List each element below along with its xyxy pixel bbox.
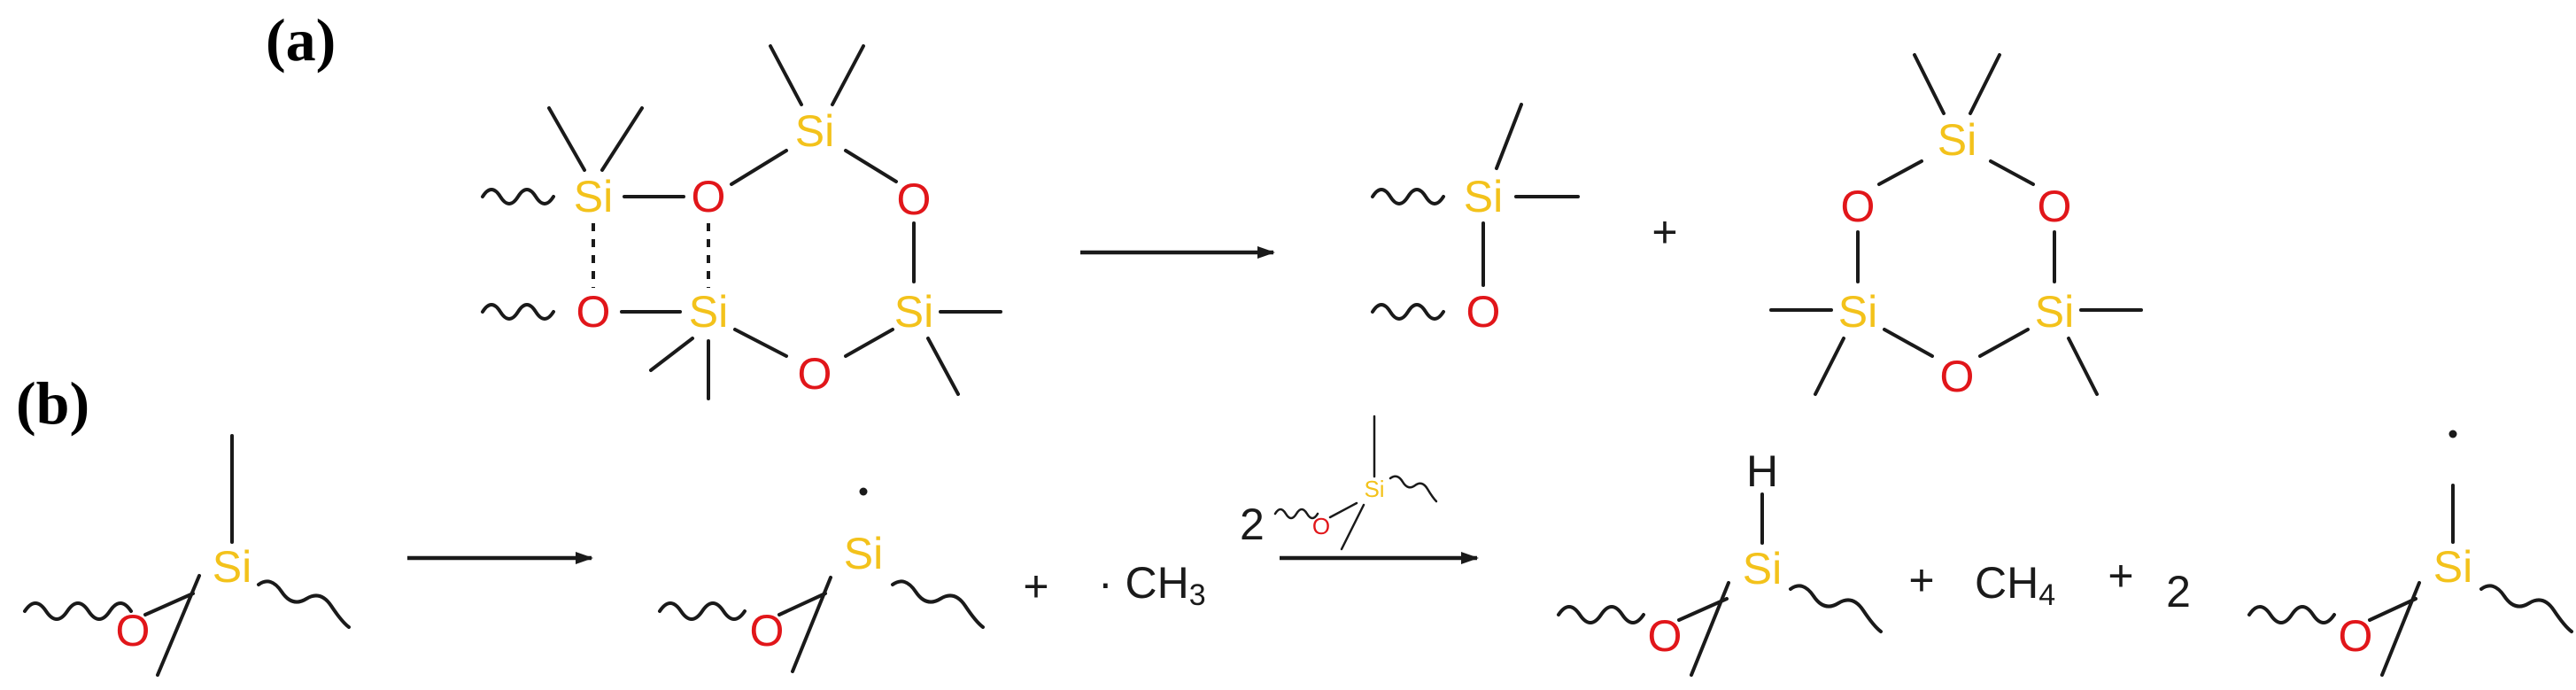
silicon-atom: Si: [1938, 115, 1976, 165]
product-coefficient: 2: [2166, 567, 2191, 616]
oxygen-atom: O: [1940, 352, 1975, 401]
silyl-radical: O Si: [658, 487, 985, 673]
oxygen-atom: O: [1841, 182, 1876, 231]
oxygen-atom: O: [750, 606, 785, 655]
silicon-atom: Si: [2433, 542, 2472, 592]
polymer-chain-wavy: [658, 601, 746, 621]
polymer-chain-wavy: [1789, 584, 1883, 633]
oxygen-atom: O: [576, 287, 611, 337]
polymer-chain-wavy: [257, 579, 351, 629]
oxygen-atom: O: [897, 174, 932, 224]
polymer-chain-wavy: [481, 303, 555, 321]
polymer-chain-wavy: [1389, 475, 1438, 503]
methane: CH4: [1975, 558, 2055, 612]
plus-sign: +: [1652, 207, 1677, 257]
reactant-cyclic-intermediate: Si O O Si Si O Si O: [481, 44, 1002, 400]
product-silylmethyl-radical: O Si: [2247, 430, 2573, 677]
polymer-chain-wavy: [1371, 303, 1445, 321]
oxygen-atom: O: [692, 172, 726, 221]
silicon-atom: Si: [1838, 287, 1877, 337]
oxygen-atom: O: [1648, 611, 1683, 661]
polymer-chain-wavy: [891, 579, 985, 629]
silicon-atom: Si: [689, 287, 728, 337]
product-chain-ends: Si O: [1371, 103, 1580, 337]
reagent-silicon-methyl: O Si: [1273, 415, 1438, 551]
polymer-chain-wavy: [481, 188, 555, 205]
oxygen-atom: O: [1466, 287, 1501, 337]
methyl-radical: · CH3: [1098, 558, 1206, 612]
oxygen-atom: O: [2038, 182, 2072, 231]
polymer-chain-wavy: [2479, 584, 2573, 633]
product-silicon-hydride: H O Si: [1557, 446, 1883, 677]
product-cyclotrisiloxane: Si O O Si Si O: [1769, 53, 2143, 401]
silicon-atom: Si: [1743, 544, 1782, 593]
silicon-atom: Si: [1364, 476, 1384, 502]
polymer-chain-wavy: [1273, 508, 1319, 520]
polymer-chain-wavy: [2247, 605, 2336, 624]
plus-sign: +: [2108, 551, 2133, 601]
plus-sign: +: [1023, 562, 1048, 611]
radical-dot: [859, 487, 868, 496]
oxygen-atom: O: [798, 349, 832, 399]
radical-dot: [2448, 430, 2457, 438]
panel-b-label: (b): [16, 369, 89, 437]
oxygen-atom: O: [116, 606, 151, 655]
polymer-chain-wavy: [23, 601, 133, 621]
oxygen-atom: O: [2339, 611, 2373, 661]
silicon-atom: Si: [795, 106, 834, 156]
polymer-chain-wavy: [1557, 605, 1645, 624]
plus-sign: +: [1908, 555, 1934, 605]
silicon-atom: Si: [1464, 172, 1503, 221]
silicon-atom: Si: [894, 287, 933, 337]
silicon-atom: Si: [844, 529, 883, 578]
reactant-silicon-methyl: O Si: [23, 434, 351, 677]
panel-a-label: (a): [266, 6, 336, 74]
oxygen-atom: O: [1312, 513, 1330, 539]
hydrogen-atom: H: [1746, 446, 1778, 496]
silicon-atom: Si: [574, 172, 613, 221]
silicon-atom: Si: [213, 542, 251, 592]
reagent-coefficient: 2: [1240, 500, 1265, 549]
polymer-chain-wavy: [1371, 188, 1445, 205]
silicon-atom: Si: [2035, 287, 2074, 337]
